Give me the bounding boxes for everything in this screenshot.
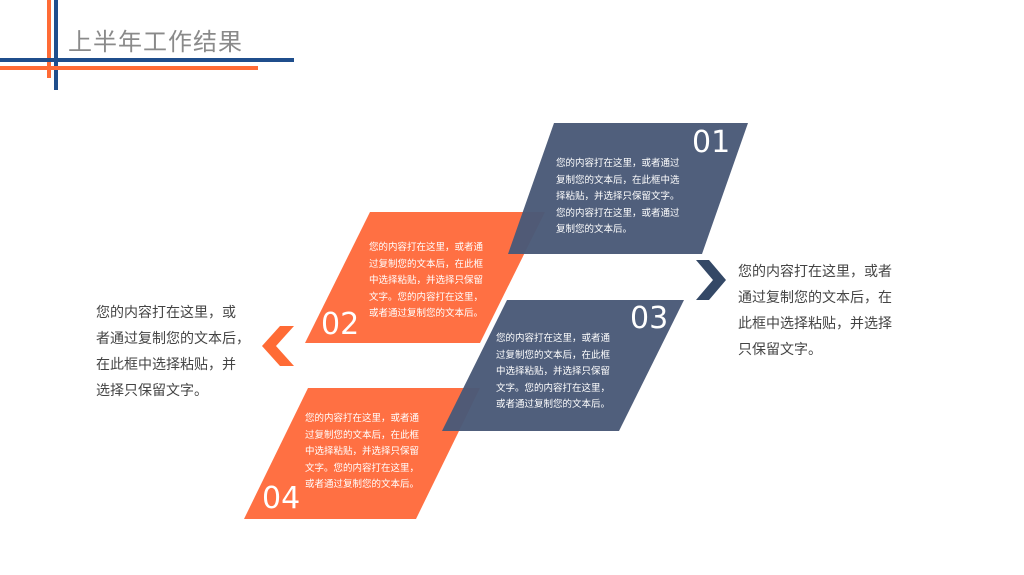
header-orange-vertical-line xyxy=(47,0,51,78)
chevron-left-icon xyxy=(262,326,294,366)
right-description: 您的内容打在这里，或者 通过复制您的文本后，在 此框中选择粘贴，并选择 只保留文… xyxy=(738,264,892,358)
left-description: 您的内容打在这里，或 者通过复制您的文本后， 在此框中选择粘贴，并 选择只保留文… xyxy=(96,305,250,399)
step-card-03-text: 您的内容打在这里，或者通 过复制您的文本后，在此框 中选择粘贴，并选择只保留 文… xyxy=(496,333,611,410)
step-card-02-shape xyxy=(305,212,545,343)
step-number-04: 04 xyxy=(262,481,301,516)
step-card-01-shape xyxy=(508,123,748,254)
step-number-01: 01 xyxy=(692,125,731,160)
step-card-03-shape xyxy=(442,300,684,431)
step-card-02: 您的内容打在这里，或者通 过复制您的文本后，在此框 中选择粘贴，并选择只保留 文… xyxy=(305,212,545,343)
header-navy-vertical-line xyxy=(54,0,58,90)
header-navy-horizontal-line xyxy=(0,58,294,62)
step-number-03: 03 xyxy=(630,301,669,336)
page-title: 上半年工作结果 xyxy=(68,28,243,56)
step-card-02-text: 您的内容打在这里，或者通 过复制您的文本后，在此框 中选择粘贴，并选择只保留 文… xyxy=(369,242,484,319)
step-card-04-shape xyxy=(244,388,480,519)
step-card-01: 您的内容打在这里，或者通过 复制您的文本后，在此框中选 择粘贴，并选择只保留文字… xyxy=(508,123,748,254)
header-orange-horizontal-line xyxy=(0,66,258,70)
step-card-03: 您的内容打在这里，或者通 过复制您的文本后，在此框 中选择粘贴，并选择只保留 文… xyxy=(442,300,684,431)
step-number-02: 02 xyxy=(321,307,360,342)
step-card-04-text: 您的内容打在这里，或者通 过复制您的文本后，在此框 中选择粘贴，并选择只保留 文… xyxy=(305,413,420,490)
step-card-04: 您的内容打在这里，或者通 过复制您的文本后，在此框 中选择粘贴，并选择只保留 文… xyxy=(244,388,480,519)
step-card-01-text: 您的内容打在这里，或者通过 复制您的文本后，在此框中选 择粘贴，并选择只保留文字… xyxy=(556,158,680,235)
chevron-right-icon xyxy=(696,260,726,300)
